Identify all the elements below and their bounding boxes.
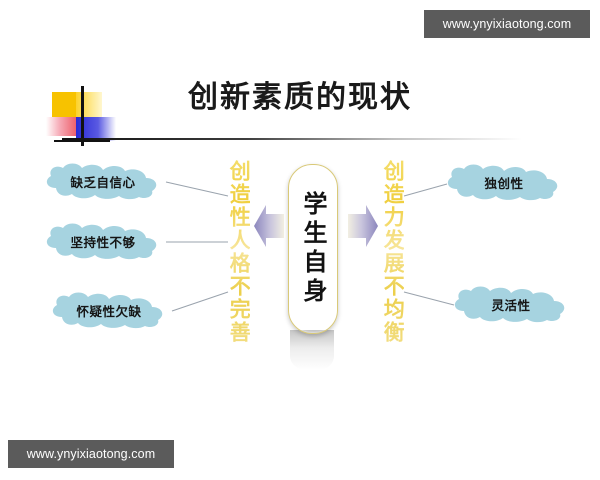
- decorative-logo: [46, 86, 116, 148]
- arrow-left-icon: [254, 205, 284, 247]
- branch-label-right: 创造力发展不均衡: [381, 160, 406, 344]
- capsule-shadow: [290, 330, 334, 370]
- cloud-shape-icon: [52, 292, 163, 329]
- cloud-label: 怀疑性欠缺: [76, 303, 142, 319]
- center-node[interactable]: 学生自身: [288, 164, 338, 334]
- cloud-shape-icon: [447, 164, 558, 201]
- watermark-top-right: www.ynyixiaotong.com: [424, 10, 590, 38]
- logo-horizontal-line: [54, 140, 110, 142]
- header-divider: [62, 138, 522, 140]
- cloud-shape-icon: [454, 286, 565, 323]
- cloud-right-2[interactable]: 灵活性: [450, 285, 572, 323]
- arrow-right-icon: [348, 205, 378, 247]
- cloud-shape-icon: [46, 223, 157, 260]
- cloud-shape-icon: [46, 163, 157, 200]
- cloud-left-1[interactable]: 缺乏自信心: [42, 162, 164, 200]
- cloud-label: 灵活性: [491, 297, 531, 313]
- cloud-label: 坚持性不够: [70, 234, 136, 250]
- cloud-label: 独创性: [484, 175, 524, 191]
- logo-square-yellow-gradient: [76, 92, 102, 120]
- cloud-right-1[interactable]: 独创性: [443, 163, 565, 201]
- watermark-bottom-left: www.ynyixiaotong.com: [8, 440, 174, 468]
- cloud-left-2[interactable]: 坚持性不够: [42, 222, 164, 260]
- page-title: 创新素质的现状: [188, 80, 412, 115]
- center-node-label: 学生自身: [299, 191, 328, 307]
- cloud-left-3[interactable]: 怀疑性欠缺: [48, 291, 170, 329]
- logo-vertical-line: [81, 86, 84, 146]
- cloud-label: 缺乏自信心: [70, 174, 136, 190]
- branch-label-left: 创造性人格不完善: [227, 160, 252, 344]
